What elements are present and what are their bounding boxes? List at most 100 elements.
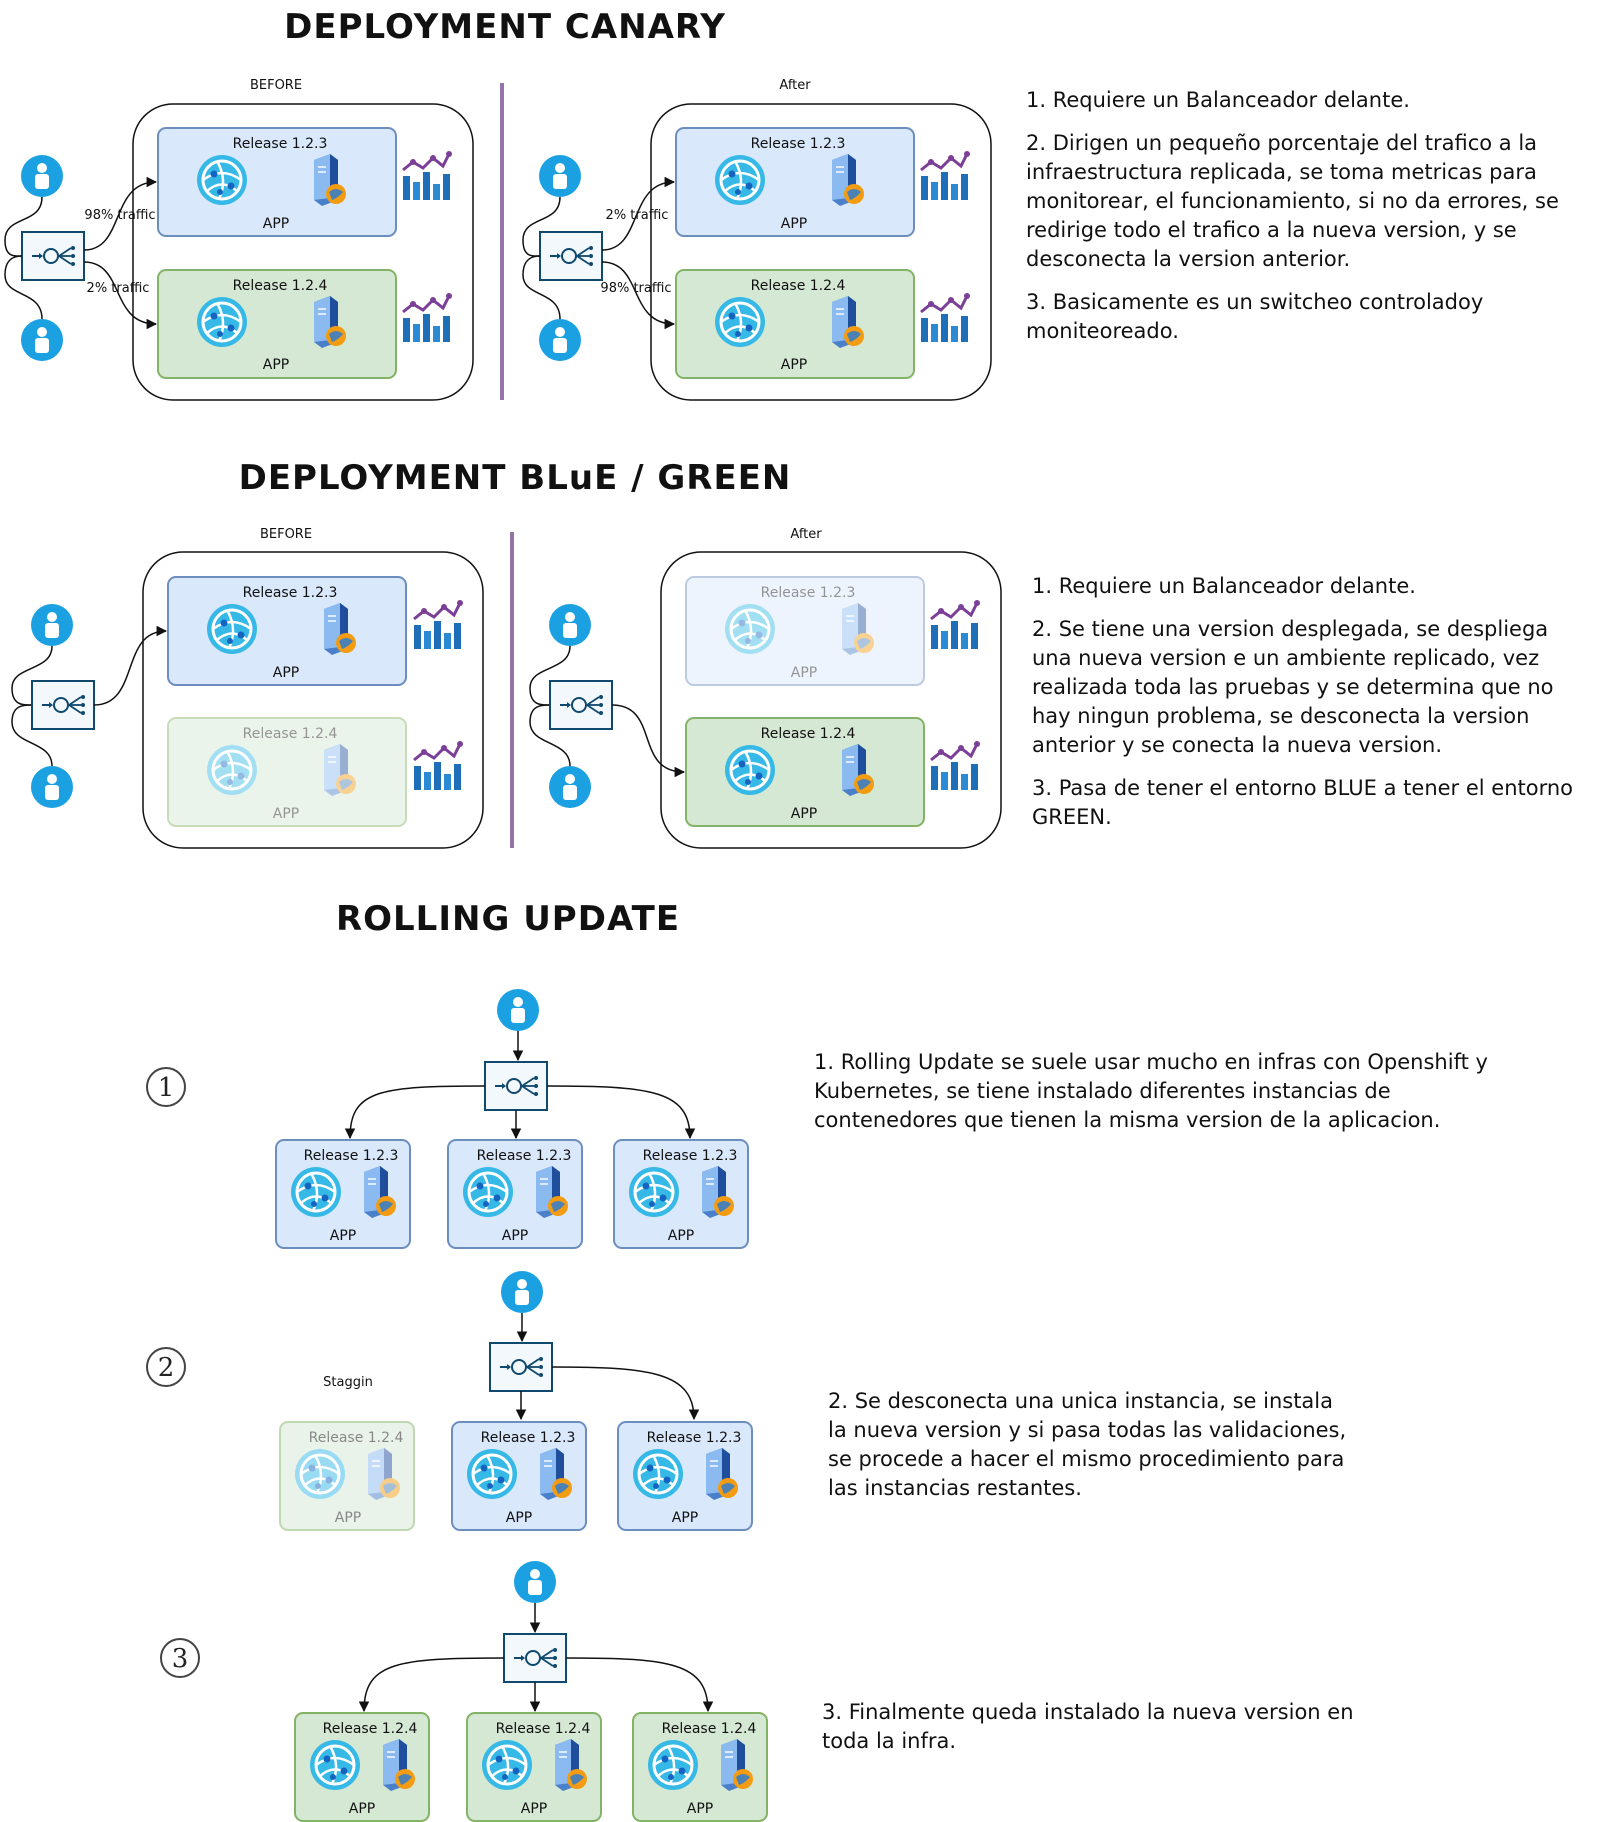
- web-app-icon: [723, 743, 777, 797]
- load-balancer-icon: [549, 680, 613, 730]
- release-label: Release 1.2.4: [233, 278, 328, 294]
- web-app-icon: [627, 1165, 681, 1219]
- user-icon: [539, 155, 581, 197]
- load-balancer-icon: [31, 680, 95, 730]
- canary-before-release-new: Release 1.2.4 APP: [157, 269, 397, 379]
- metrics-chart-icon: [929, 739, 982, 792]
- metrics-chart-icon: [412, 739, 465, 792]
- rolling-title: ROLLING UPDATE: [336, 899, 680, 939]
- user-icon: [501, 1271, 543, 1313]
- canary-before-release-old: Release 1.2.3 APP: [157, 127, 397, 237]
- traffic-label: 98% traffic: [600, 281, 671, 296]
- rolling-3-instance-2: Release 1.2.4 APP: [466, 1712, 602, 1822]
- app-label: APP: [687, 1801, 713, 1817]
- rolling-3-instance-3: Release 1.2.4 APP: [632, 1712, 768, 1822]
- release-label: Release 1.2.3: [761, 585, 856, 601]
- app-label: APP: [273, 665, 299, 681]
- app-label: APP: [791, 665, 817, 681]
- bluegreen-notes: 1. Requiere un Balanceador delante. 2. S…: [1032, 572, 1577, 846]
- note-item: 1. Requiere un Balanceador delante.: [1032, 574, 1416, 598]
- app-label: APP: [672, 1510, 698, 1526]
- metrics-chart-icon: [929, 598, 982, 651]
- load-balancer-icon: [484, 1061, 548, 1111]
- canary-after-container: [650, 103, 992, 401]
- note-item: 3. Finalmente queda instalado la nueva v…: [822, 1700, 1354, 1753]
- user-icon: [31, 766, 73, 808]
- bluegreen-section: BEFORE After Release 1.2.3 APP Release 1…: [11, 527, 1002, 849]
- web-app-icon: [480, 1738, 534, 1792]
- app-label: APP: [349, 1801, 375, 1817]
- app-label: APP: [506, 1510, 532, 1526]
- user-icon: [497, 989, 539, 1031]
- user-icon: [549, 604, 591, 646]
- user-icon: [21, 319, 63, 361]
- canary-before-label: BEFORE: [250, 78, 302, 93]
- step-number: 1: [158, 1073, 175, 1103]
- canary-after-release-old: Release 1.2.3 APP: [675, 127, 915, 237]
- load-balancer-icon: [503, 1633, 567, 1683]
- release-label: Release 1.2.4: [243, 726, 338, 742]
- rolling-1-instance-2: Release 1.2.3 APP: [447, 1139, 583, 1249]
- app-label: APP: [781, 216, 807, 232]
- web-app-icon: [195, 295, 249, 349]
- release-label: Release 1.2.4: [662, 1721, 757, 1737]
- bluegreen-after-release-old: Release 1.2.3 APP: [685, 576, 925, 686]
- bluegreen-before-release-new: Release 1.2.4 APP: [167, 717, 407, 827]
- canary-title: DEPLOYMENT CANARY: [284, 7, 726, 47]
- note-item: 3. Pasa de tener el entorno BLUE a tener…: [1032, 776, 1574, 829]
- web-app-icon: [713, 295, 767, 349]
- app-label: APP: [273, 806, 299, 822]
- note-item: 2. Se tiene una version desplegada, se d…: [1032, 617, 1554, 757]
- bluegreen-after-release-new: Release 1.2.4 APP: [685, 717, 925, 827]
- release-label: Release 1.2.3: [643, 1148, 738, 1164]
- user-icon: [539, 319, 581, 361]
- step-1-marker: [146, 1067, 186, 1107]
- metrics-chart-icon: [401, 291, 454, 344]
- web-app-icon: [205, 743, 259, 797]
- web-app-icon: [723, 602, 777, 656]
- rolling-section: 1 Release 1.2.3 APP Release 1.2.3 APP Re…: [146, 989, 768, 1822]
- rolling-note-3: 3. Finalmente queda instalado la nueva v…: [822, 1698, 1382, 1770]
- app-label: APP: [668, 1228, 694, 1244]
- rolling-2-instance-3: Release 1.2.3 APP: [617, 1421, 753, 1531]
- bluegreen-after-label: After: [790, 527, 822, 542]
- release-label: Release 1.2.4: [309, 1430, 404, 1446]
- web-app-icon: [461, 1165, 515, 1219]
- note-item: 3. Basicamente es un switcheo controlado…: [1026, 290, 1484, 343]
- web-app-icon: [205, 602, 259, 656]
- app-label: APP: [781, 357, 807, 373]
- bluegreen-before-container: [142, 551, 484, 849]
- note-item: 2. Dirigen un pequeño porcentaje del tra…: [1026, 131, 1559, 271]
- load-balancer-icon: [489, 1342, 553, 1392]
- release-label: Release 1.2.3: [481, 1430, 576, 1446]
- web-app-icon: [631, 1447, 685, 1501]
- rolling-note-1: 1. Rolling Update se suele usar mucho en…: [814, 1048, 1514, 1149]
- rolling-1-instance-1: Release 1.2.3 APP: [275, 1139, 411, 1249]
- web-app-icon: [646, 1738, 700, 1792]
- bluegreen-after-container: [660, 551, 1002, 849]
- metrics-chart-icon: [412, 598, 465, 651]
- traffic-label: 2% traffic: [87, 281, 150, 296]
- step-3-marker: [160, 1638, 200, 1678]
- user-icon: [514, 1561, 556, 1603]
- rolling-note-2: 2. Se desconecta una unica instancia, se…: [828, 1387, 1348, 1517]
- metrics-chart-icon: [919, 149, 972, 202]
- canary-before-container: [132, 103, 474, 401]
- app-label: APP: [521, 1801, 547, 1817]
- web-app-icon: [713, 153, 767, 207]
- release-label: Release 1.2.3: [751, 136, 846, 152]
- rolling-3-instance-1: Release 1.2.4 APP: [294, 1712, 430, 1822]
- app-label: APP: [330, 1228, 356, 1244]
- canary-after-release-new: Release 1.2.4 APP: [675, 269, 915, 379]
- step-number: 3: [172, 1644, 189, 1674]
- release-label: Release 1.2.4: [323, 1721, 418, 1737]
- canary-section: BEFORE After Release 1.2.3 APP Release 1…: [4, 78, 992, 401]
- app-label: APP: [263, 357, 289, 373]
- canary-after-label: After: [779, 78, 811, 93]
- app-label: APP: [791, 806, 817, 822]
- metrics-chart-icon: [919, 291, 972, 344]
- release-label: Release 1.2.3: [233, 136, 328, 152]
- release-label: Release 1.2.4: [751, 278, 846, 294]
- release-label: Release 1.2.4: [761, 726, 856, 742]
- app-label: APP: [335, 1510, 361, 1526]
